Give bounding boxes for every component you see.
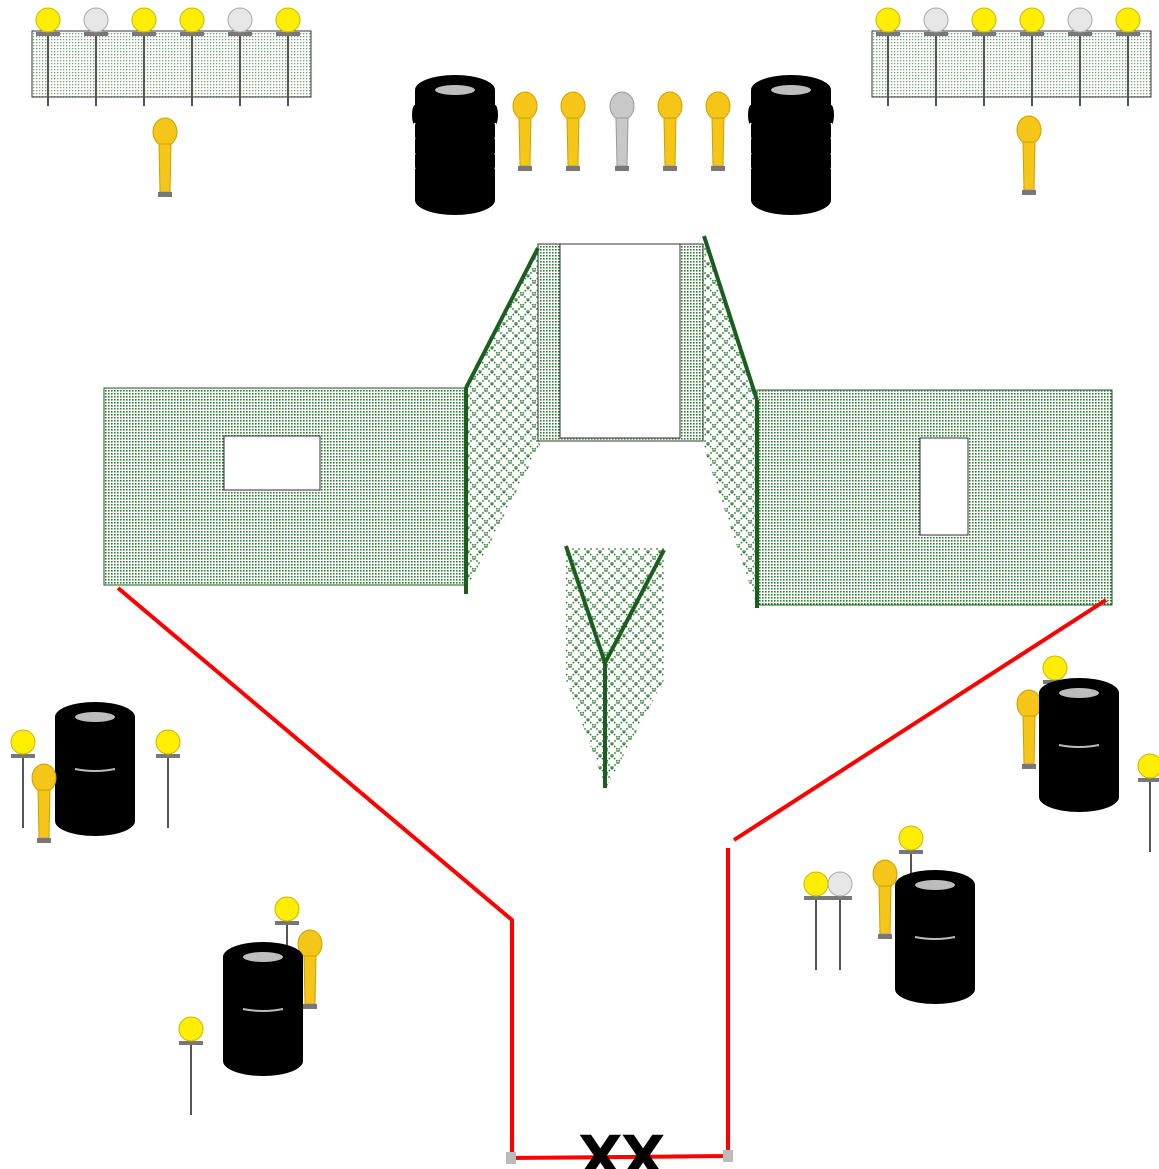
wall-icon xyxy=(756,389,1113,606)
netting-icon xyxy=(564,545,666,788)
popper-row-top xyxy=(512,91,731,172)
wall-icon xyxy=(103,387,467,586)
start-position-mark: XX xyxy=(578,1128,665,1169)
tire-barrel-icon xyxy=(747,74,835,216)
target-group-left-mid xyxy=(10,701,181,844)
fault-post xyxy=(506,1152,516,1164)
fault-post xyxy=(723,1150,733,1162)
plate-rack-left xyxy=(31,7,312,107)
tire-barrel-icon xyxy=(411,74,499,216)
netting-icon xyxy=(702,235,759,608)
popper-target-icon xyxy=(1016,115,1042,196)
target-group-left-bottom xyxy=(178,896,323,1116)
target-group-right-mid xyxy=(1016,655,1159,853)
wall-icon xyxy=(537,243,704,442)
target-group-right-bottom xyxy=(803,825,976,1005)
plate-rack-right xyxy=(871,7,1152,107)
netting-icon xyxy=(464,244,540,594)
popper-target-icon xyxy=(152,117,178,198)
